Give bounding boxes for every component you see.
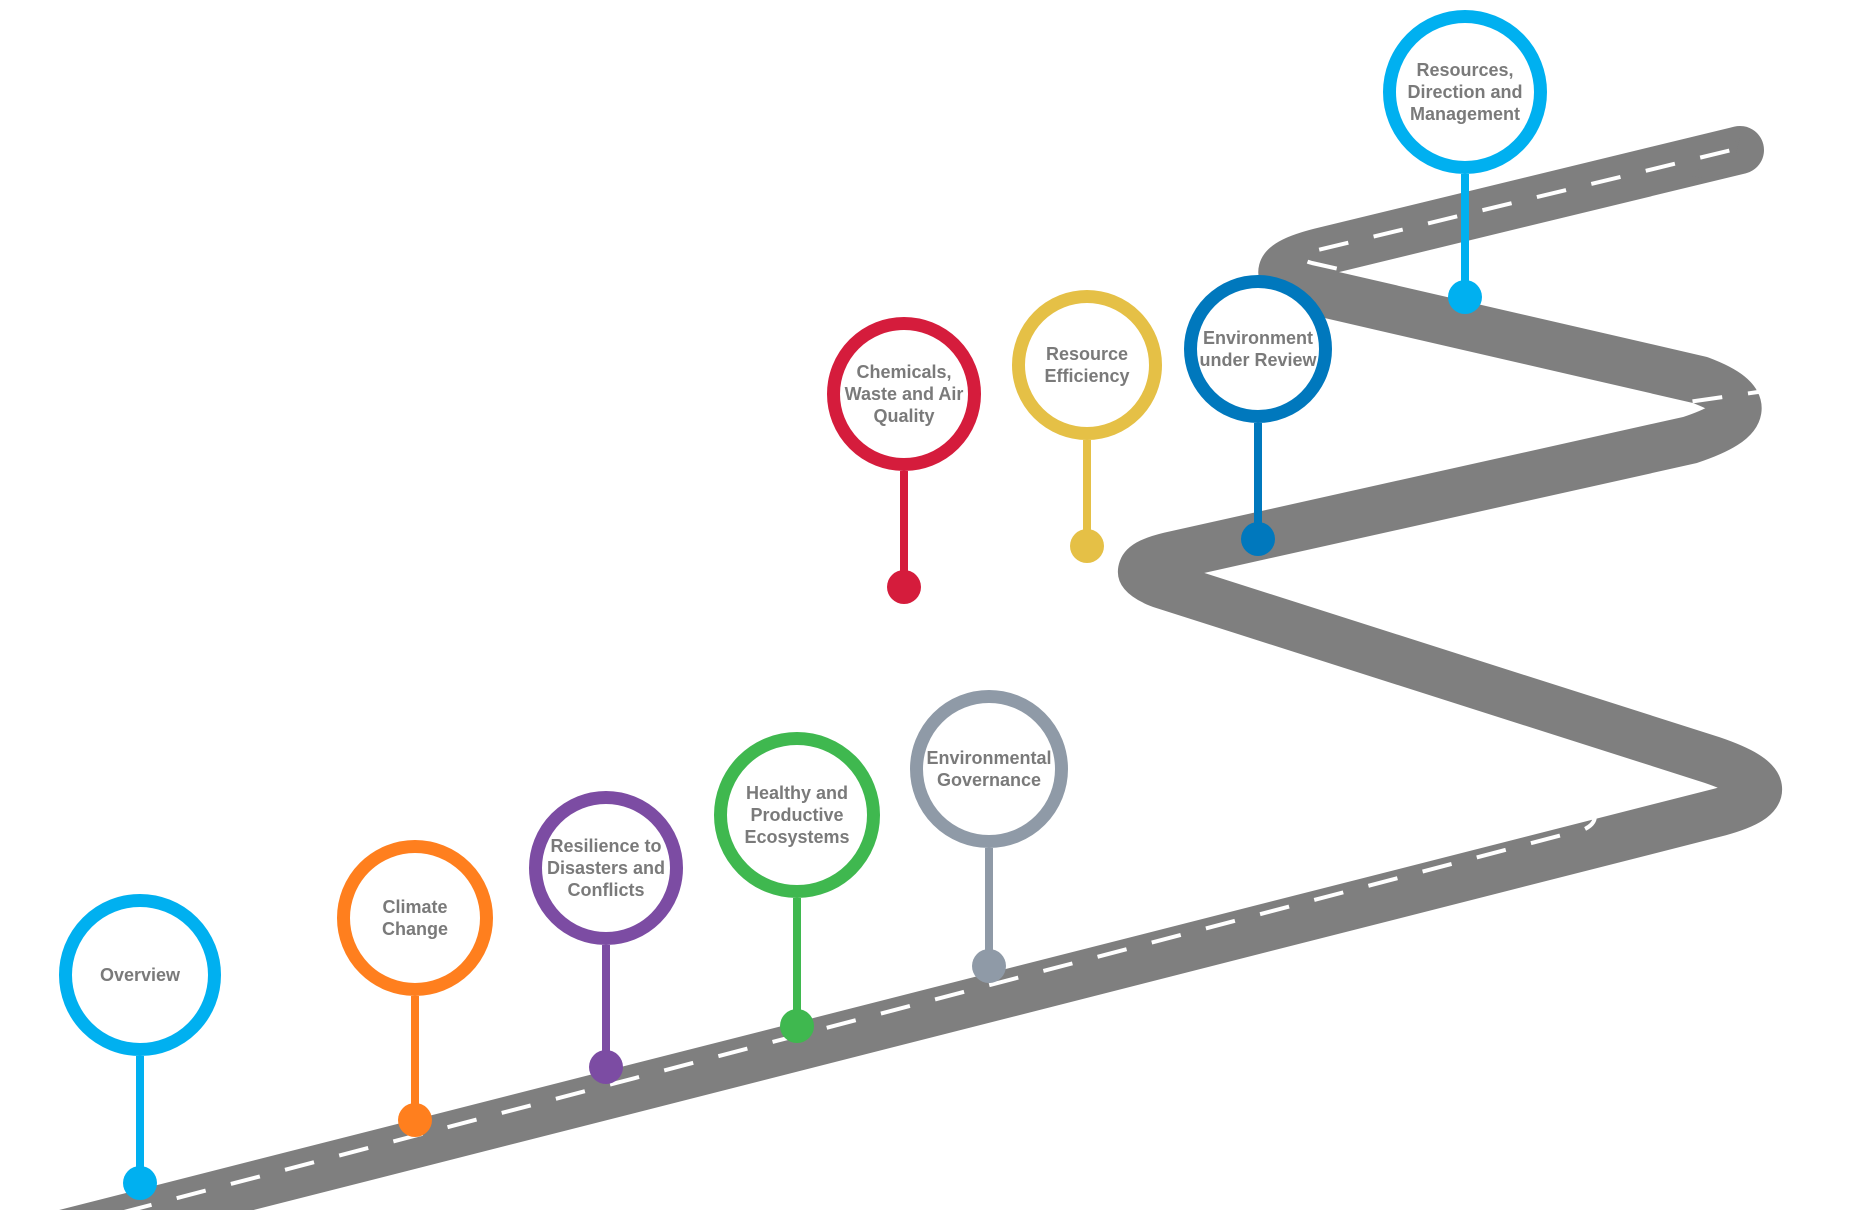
milestone-label-line: Environmental xyxy=(926,748,1051,768)
milestone-label-line: Healthy and xyxy=(746,783,848,803)
milestone-ring xyxy=(714,732,880,898)
milestone-ring xyxy=(1012,290,1162,440)
milestone-dot xyxy=(887,570,921,604)
milestone-ring xyxy=(827,317,981,471)
milestone-label-line: Resources, xyxy=(1416,60,1513,80)
milestone-label-line: Change xyxy=(382,919,448,939)
milestone-dot xyxy=(1241,522,1275,556)
milestone-ring xyxy=(1383,10,1547,174)
milestone-label-line: Overview xyxy=(100,965,181,985)
milestone-label-line: Productive xyxy=(750,805,843,825)
milestone-label-line: Environment xyxy=(1203,328,1313,348)
milestone-label-line: Disasters and xyxy=(547,858,665,878)
milestone-label-line: Waste and Air xyxy=(845,384,964,404)
milestone-dot xyxy=(1448,280,1482,314)
milestone-label-line: Direction and xyxy=(1407,82,1522,102)
road-vanishing-point xyxy=(1690,138,1740,178)
milestone-ring xyxy=(529,791,683,945)
milestone-dot xyxy=(780,1009,814,1043)
milestone-label-line: Resource xyxy=(1046,344,1128,364)
road-asphalt xyxy=(59,126,1782,1210)
milestone-label-line: Governance xyxy=(937,770,1041,790)
milestone-label-line: Efficiency xyxy=(1044,366,1129,386)
milestone-label-line: under Review xyxy=(1199,350,1317,370)
milestone-label-line: Resilience to xyxy=(550,836,661,856)
milestone-ring xyxy=(910,690,1068,848)
milestone-label-line: Ecosystems xyxy=(744,827,849,847)
milestone-dot xyxy=(398,1103,432,1137)
winding-road xyxy=(59,126,1786,1210)
milestone-label-line: Conflicts xyxy=(567,880,644,900)
milestone-dot xyxy=(589,1050,623,1084)
milestone-label-line: Quality xyxy=(873,406,934,426)
milestone-ring xyxy=(337,840,493,996)
milestone-label-line: Climate xyxy=(382,897,447,917)
milestone-label: Overview xyxy=(100,965,181,985)
milestone-label-line: Chemicals, xyxy=(856,362,951,382)
milestone-ring xyxy=(59,894,221,1056)
milestone-dot xyxy=(972,949,1006,983)
milestone-dot xyxy=(123,1166,157,1200)
milestone-label-line: Management xyxy=(1410,104,1520,124)
milestone-dot xyxy=(1070,529,1104,563)
milestone-overview: Overview xyxy=(59,894,221,1200)
milestone-ring xyxy=(1184,275,1332,423)
